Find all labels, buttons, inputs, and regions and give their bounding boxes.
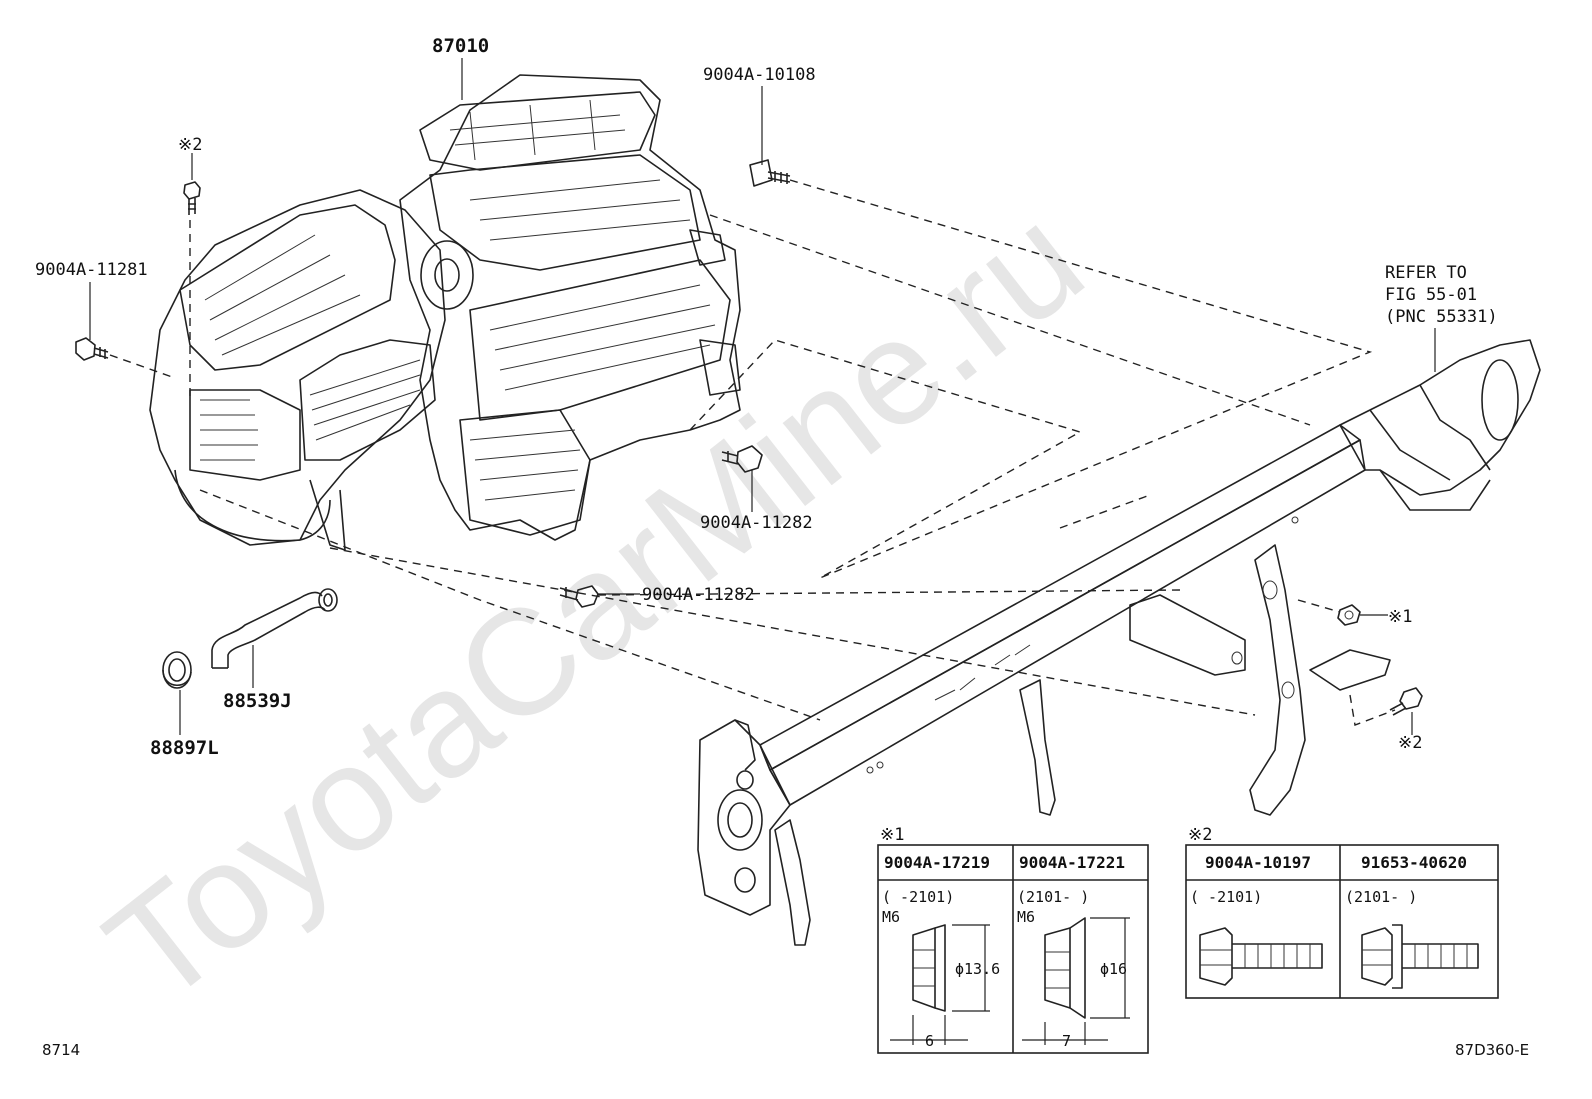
bolt-mark2-right-icon[interactable] — [1389, 687, 1423, 716]
label-9004a-11281: 9004A-11281 — [35, 260, 148, 280]
table2-col1-range: ( -2101) — [1190, 888, 1262, 906]
footer-left-code: 8714 — [42, 1041, 80, 1059]
label-refer-line2: FIG 55-01 — [1385, 285, 1477, 305]
table1-col2-range: (2101- ) — [1017, 888, 1089, 906]
bolt-10108-icon[interactable] — [749, 159, 791, 187]
table1-col2-dia: ϕ16 — [1100, 960, 1127, 978]
label-9004a-10108: 9004A-10108 — [703, 65, 816, 85]
table2-col2-range: (2101- ) — [1345, 888, 1417, 906]
flange-nut-17219-icon — [912, 924, 946, 1012]
label-mark2-right: ※2 — [1398, 733, 1422, 753]
label-mark1-right: ※1 — [1388, 607, 1412, 627]
table1-col2-thread: M6 — [1017, 908, 1035, 926]
instrument-panel-reinforcement[interactable] — [697, 339, 1541, 946]
table1-col2-width: 7 — [1062, 1032, 1071, 1050]
bolt-40620-icon — [1361, 924, 1479, 989]
label-refer-line1: REFER TO — [1385, 263, 1467, 283]
drain-hose[interactable] — [211, 588, 338, 669]
nut-mark1-icon[interactable] — [1337, 604, 1361, 626]
table1-mark: ※1 — [880, 825, 904, 845]
bolt-mark2-top-icon[interactable] — [183, 181, 201, 215]
fastener-table-mark1: ※1 9004A-17219 9004A-17221 ( -2101) (210… — [877, 825, 1149, 1054]
fastener-table-mark2: ※2 9004A-10197 91653-40620 ( -2101) (210… — [1185, 825, 1499, 999]
table1-col1-dia: ϕ13.6 — [955, 960, 1000, 978]
table2-col1-header: 9004A-10197 — [1205, 853, 1311, 872]
footer-right-code: 87D360-E — [1455, 1041, 1529, 1059]
table1-col1-width: 6 — [925, 1032, 934, 1050]
grommet[interactable] — [162, 651, 192, 689]
table2-mark: ※2 — [1188, 825, 1212, 845]
label-88897l: 88897L — [150, 737, 219, 759]
leader-lines — [89, 58, 1436, 735]
label-9004a-11282-center: 9004A-11282 — [642, 585, 755, 605]
table1-col1-thread: M6 — [882, 908, 900, 926]
label-mark2-top: ※2 — [178, 135, 202, 155]
table1-col1-range: ( -2101) — [882, 888, 954, 906]
bolt-10197-icon — [1199, 927, 1323, 986]
table1-col2-header: 9004A-17221 — [1019, 853, 1125, 872]
table1-col1-header: 9004A-17219 — [884, 853, 990, 872]
flange-nut-17221-icon — [1044, 917, 1086, 1019]
assembly-guide-lines — [109, 179, 1396, 726]
table2-col2-header: 91653-40620 — [1361, 853, 1467, 872]
bolt-11281-icon[interactable] — [75, 337, 109, 361]
label-88539j: 88539J — [223, 690, 292, 712]
hvac-unit-assembly[interactable] — [149, 74, 741, 551]
bolt-11282-right-icon[interactable] — [721, 445, 763, 473]
label-9004a-11282-right: 9004A-11282 — [700, 513, 813, 533]
label-87010: 87010 — [432, 35, 489, 57]
label-refer-line3: (PNC 55331) — [1385, 307, 1498, 327]
